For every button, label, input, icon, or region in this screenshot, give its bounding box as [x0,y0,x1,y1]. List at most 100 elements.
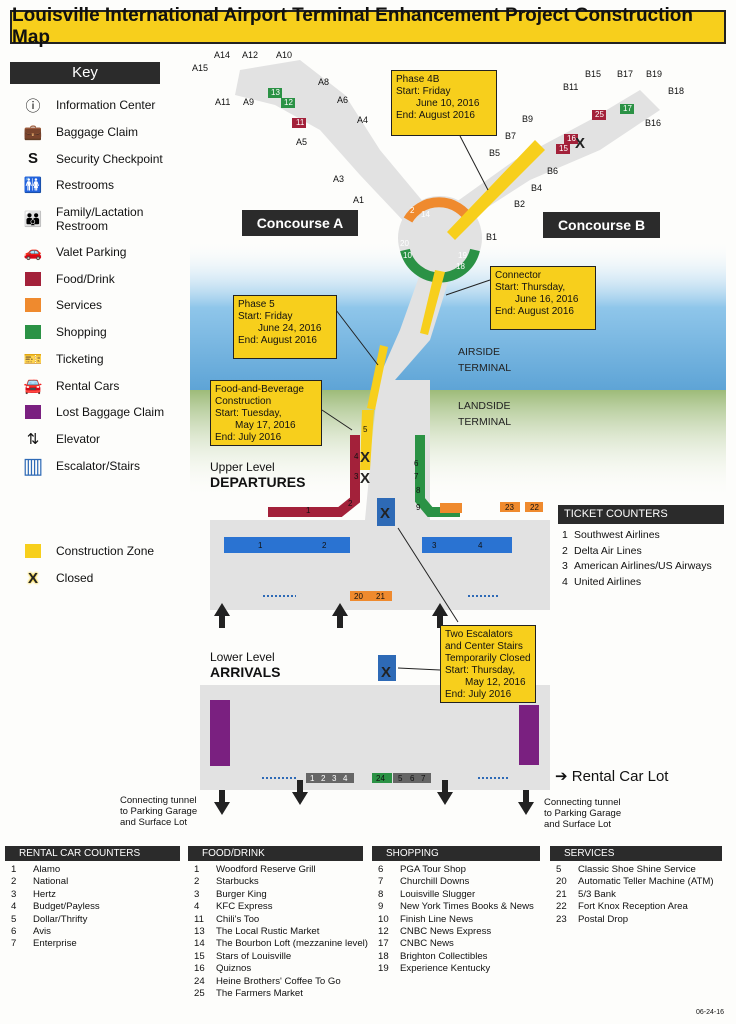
row-number: 16 [194,963,205,975]
row-number: 10 [378,913,389,925]
row-number: 18 [378,950,389,962]
gate-label: A12 [242,50,259,60]
callout-line: and Center Stairs [445,641,523,652]
row-number: 22 [556,901,567,913]
key-item-label: Services [56,298,103,313]
row-number: 13 [194,926,205,938]
landside-label: LANDSIDE TERMINAL [458,400,512,428]
gate-label: B2 [514,199,526,209]
row-name: Woodford Reserve Grill [216,864,316,875]
map-number: 7 [421,774,426,783]
map-number: 12 [284,98,293,107]
baggage-icon: 💼 [23,124,43,142]
key-item: 👪Family/Lactation Restroom [18,199,208,239]
row-number: 6 [11,926,17,938]
table-row: 2 Starbucks [188,876,363,888]
map-number: 7 [414,472,419,481]
key-item-label: Security Checkpoint [56,151,163,166]
gate-label: B19 [646,69,663,79]
key-item: 🚗Valet Parking [18,239,208,266]
map-date: 06-24-16 [695,1009,724,1016]
callout-line: May 12, 2016 [465,677,526,688]
row-number: 1 [11,864,17,875]
gate-label: A8 [318,77,330,87]
map-number: 16 [567,134,576,143]
svg-text:X: X [360,449,370,466]
key-item-label: Baggage Claim [56,125,139,140]
gate-label: B16 [645,118,662,128]
key-item-label: Restrooms [56,178,115,193]
row-name: Enterprise [33,938,77,950]
callout-line: Phase 5 [238,299,275,310]
key-item-label: Ticketing [56,351,104,366]
row-name: Starbucks [216,876,259,888]
map-number: 5 [363,425,368,434]
table-heading: FOOD/DRINK [188,846,363,861]
row-name: Brighton Collectibles [400,950,488,962]
callout-line: June 10, 2016 [416,98,480,109]
row-number: 12 [378,926,389,938]
closed-icon: X [27,569,38,587]
row-number: 7 [11,938,17,950]
gate-label: A11 [215,97,231,107]
row-number: 2 [11,876,17,888]
rental-car-lot-label: ➔ Rental Car Lot [555,768,669,785]
gate-label: A9 [243,97,255,107]
callout-line: June 24, 2016 [258,323,322,334]
swatch-fill [25,405,41,420]
row-number: 21 [556,888,567,900]
key-item: Food/Drink [18,265,208,292]
arrivals-label: ARRIVALS [210,664,281,680]
closed-label: Closed [56,571,94,586]
ticket-counter-number: 2 [562,544,568,557]
row-name: New York Times Books & News [400,901,534,913]
shop-17 [620,104,634,114]
shop-12 [281,98,295,108]
row-name: KFC Express [216,901,273,913]
key-item: 💼 Baggage Claim [18,119,208,146]
table-row: 22 Fort Knox Reception Area [550,901,722,913]
map-number: 1 [258,541,263,550]
row-name: Automatic Teller Machine (ATM) [578,876,714,888]
key-item: 🚘Rental Cars [18,372,208,399]
map-number: 3 [354,472,359,481]
gate-label: B1 [486,232,498,242]
map-number: 10 [403,251,412,260]
services-20-21 [350,591,392,601]
row-number: 8 [378,888,384,900]
callout-line: Temporarily Closed [445,653,531,664]
map-number: 18 [456,262,465,271]
key-heading: Key [10,62,160,84]
upper-service-block [440,503,462,513]
row-number: 2 [194,876,200,888]
food-11 [292,118,306,128]
row-name: Fort Knox Reception Area [578,901,688,913]
map-title: Louisville International Airport Termina… [10,5,726,48]
callout-line: Start: Friday [396,86,451,97]
ticket-counter-number: 3 [562,560,568,572]
callout-line: End: August 2016 [396,110,475,121]
rental-car-lot-text: Rental Car Lot [571,768,669,785]
key-item: 🚻Restrooms [18,172,208,199]
row-name: Burger King [216,888,267,900]
